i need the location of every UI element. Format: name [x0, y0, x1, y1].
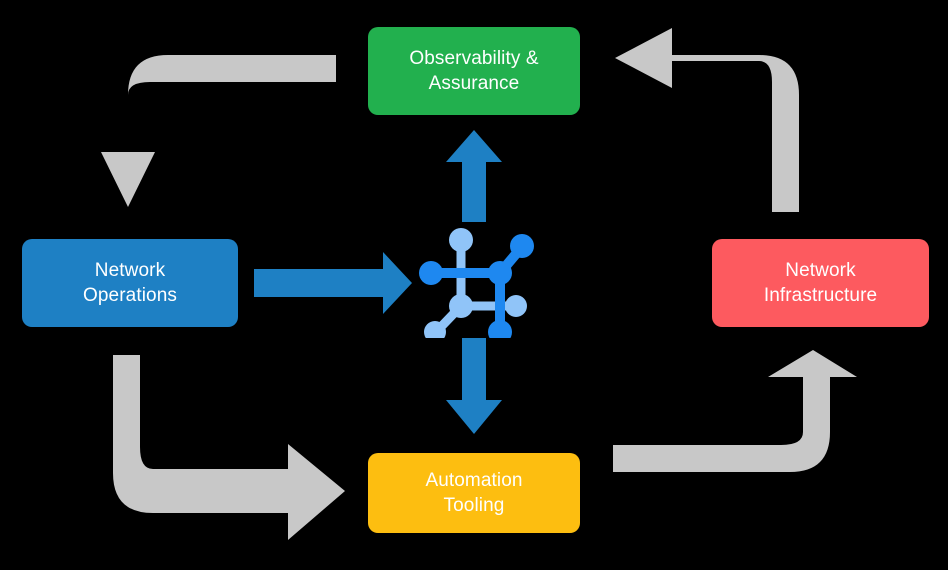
node-label-automation-tooling: Automation Tooling: [425, 470, 523, 516]
topology-light-nodes: [424, 228, 527, 343]
connector-operations-to-automation: [113, 355, 345, 540]
connector-automation-to-infrastructure: [613, 350, 857, 472]
node-box-observability[interactable]: Observability & Assurance: [368, 27, 580, 115]
connector-infrastructure-to-observability: [615, 28, 799, 212]
node-label-network-infrastructure: Network Infrastructure: [763, 260, 878, 306]
node-box-network-infrastructure[interactable]: Network Infrastructure: [712, 239, 929, 327]
network-topology-icon-container: [418, 220, 536, 344]
network-topology-icon: [419, 228, 534, 344]
connector-operations-to-center: [254, 252, 412, 314]
connector-observability-to-operations: [101, 55, 336, 207]
node-label-network-operations: Network Operations: [83, 260, 177, 306]
node-box-automation-tooling[interactable]: Automation Tooling: [368, 453, 580, 533]
connector-center-to-automation: [446, 338, 502, 434]
node-box-network-operations[interactable]: Network Operations: [22, 239, 238, 327]
connector-center-to-observability: [446, 130, 502, 222]
topology-dark-nodes: [419, 234, 534, 344]
node-label-observability: Observability & Assurance: [409, 48, 539, 94]
